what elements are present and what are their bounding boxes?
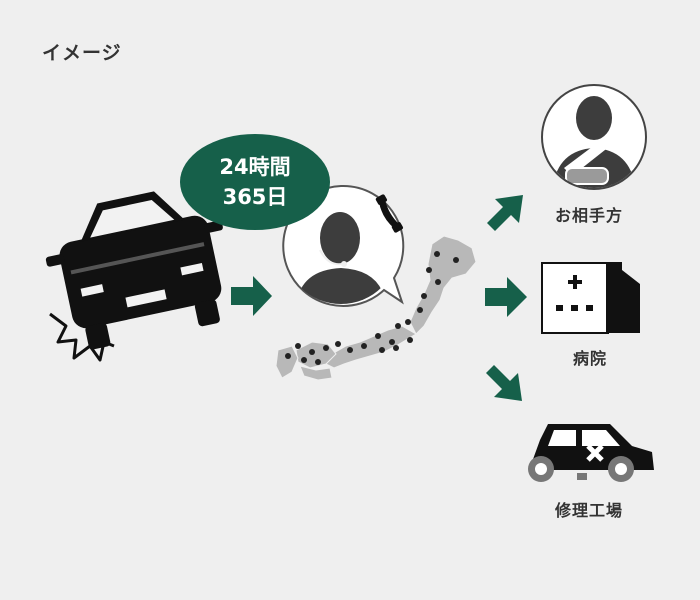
operator-icon [282,184,405,307]
hospital-icon [541,262,640,334]
arrow-down-right-icon [486,365,522,401]
label-hospital: 病院 [573,349,608,368]
label-repair-shop: 修理工場 [555,501,624,520]
injured-person-icon [541,84,647,190]
arrow-up-right-icon [487,195,523,231]
label-injured-party: お相手方 [555,206,624,225]
crashed-car-icon [45,191,223,362]
arrow-right-icon [231,276,272,316]
availability-badge: 24時間 365日 [180,134,330,230]
phone-icon [375,194,403,233]
arrow-right-icon-2 [485,277,527,317]
page-title: イメージ [42,42,122,64]
badge-hours: 24時間 [219,155,291,179]
map-pins [285,251,459,365]
badge-days: 365日 [222,185,288,209]
damaged-car-icon [528,424,654,482]
